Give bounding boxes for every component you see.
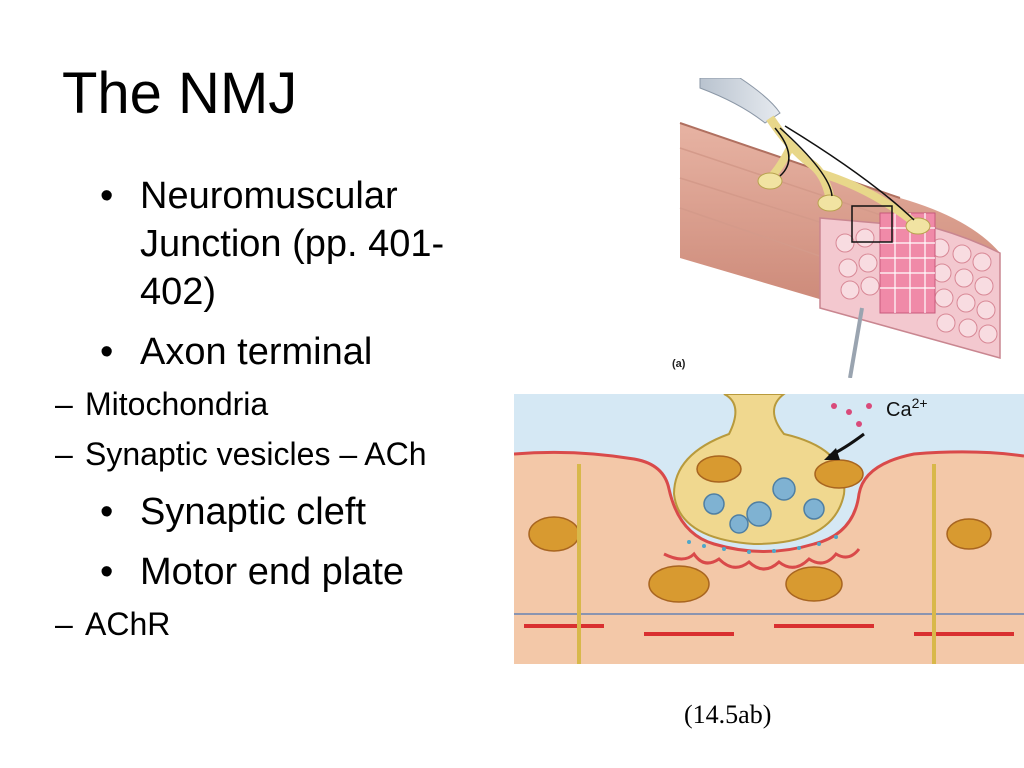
ion-charge: 2+: [912, 395, 928, 411]
synapse-illustration: Ca2+: [514, 394, 1024, 664]
dash-icon: –: [55, 436, 73, 472]
bullet-icon: •: [100, 175, 114, 217]
sub-bullet-item: – Synaptic vesicles – ACh: [0, 432, 525, 476]
bullet-text: Motor end plate: [140, 551, 405, 593]
sub-bullet-item: – Mitochondria: [0, 382, 525, 426]
figure-panel-label: (a): [672, 358, 686, 370]
sub-bullet-item: – AChR: [0, 602, 525, 646]
bullet-item: • Motor end plate: [100, 548, 520, 596]
dash-icon: –: [55, 386, 73, 422]
bullet-text: Synaptic cleft: [140, 491, 366, 533]
bullet-item: • Synaptic cleft: [100, 488, 520, 536]
bullet-icon: •: [100, 491, 114, 533]
sub-bullet-text: Mitochondria: [85, 386, 269, 422]
bullet-text: Neuromuscular Junction (pp. 401-402): [140, 175, 445, 313]
slide-title: The NMJ: [62, 61, 298, 126]
sub-bullet-text: Synaptic vesicles – ACh: [85, 436, 427, 472]
bullet-item: • Axon terminal: [100, 328, 520, 376]
bullet-icon: •: [100, 551, 114, 593]
ion-symbol: Ca: [886, 399, 912, 421]
bullet-icon: •: [100, 331, 114, 373]
calcium-ion-label: Ca2+: [886, 395, 928, 421]
bullet-item: • Neuromuscular Junction (pp. 401-402): [100, 172, 520, 316]
dash-icon: –: [55, 606, 73, 642]
muscle-fiber-illustration: [679, 78, 1001, 378]
figure-caption: (14.5ab): [684, 700, 772, 729]
bullet-text: Axon terminal: [140, 331, 373, 373]
sub-bullet-text: AChR: [85, 606, 171, 642]
bullet-list: • Neuromuscular Junction (pp. 401-402) •…: [55, 172, 520, 646]
